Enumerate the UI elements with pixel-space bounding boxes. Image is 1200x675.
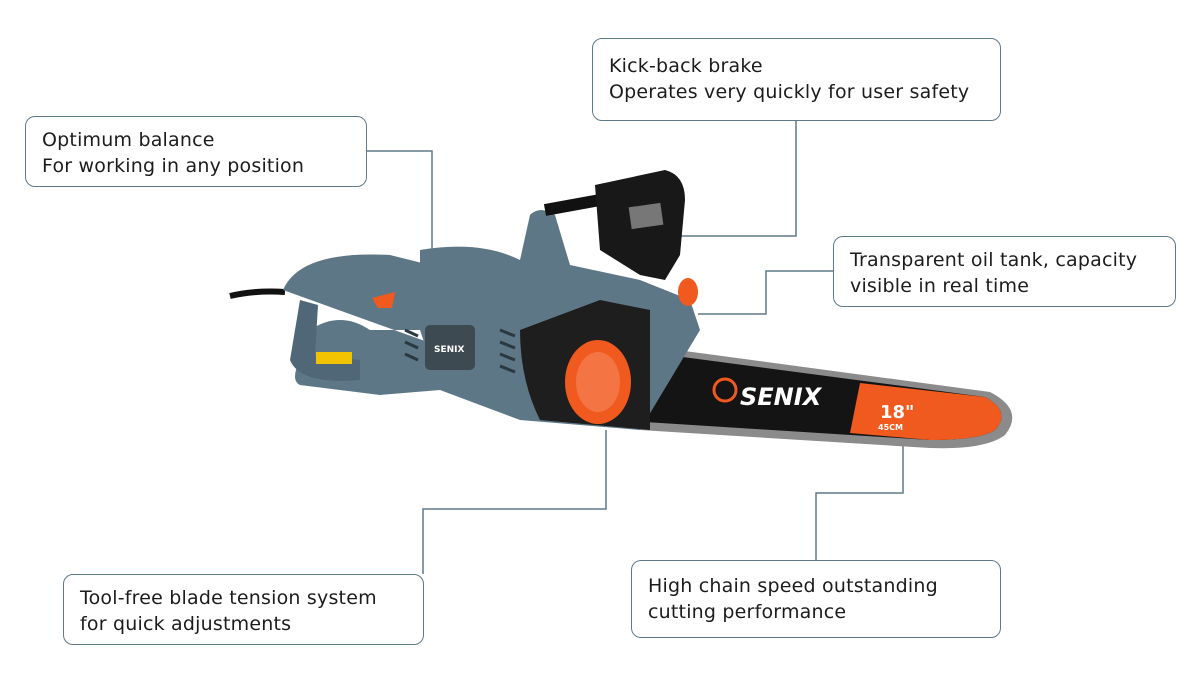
callout-balance: Optimum balance For working in any posit… (25, 116, 367, 187)
callout-title: Tool-free blade tension system (80, 587, 377, 609)
callout-text: For working in any position (42, 155, 305, 177)
chainsaw: SENIX 18" 45CM SENIX (229, 170, 1013, 449)
callout-title: Optimum balance (42, 129, 215, 151)
badge-brand-text: SENIX (434, 345, 465, 355)
callout-title: High chain speed outstanding (648, 575, 938, 597)
callout-chain-speed: High chain speed outstanding cutting per… (631, 560, 1001, 638)
bar-size-text: 18" (880, 402, 914, 423)
leader-line-tension (422, 430, 607, 574)
bar-size-metric-text: 45CM (878, 423, 903, 432)
leader-line-oil (698, 270, 833, 315)
callout-title: Kick-back brake (609, 55, 763, 77)
bar-tip (850, 383, 1002, 440)
callout-oil-tank: Transparent oil tank, capacity visible i… (833, 236, 1176, 307)
power-cord (229, 288, 286, 299)
leader-line-balance (366, 150, 433, 262)
brand-badge (425, 325, 475, 370)
callout-blade-tension: Tool-free blade tension system for quick… (63, 574, 424, 645)
callout-text: for quick adjustments (80, 613, 292, 635)
callout-brake: Kick-back brake Operates very quickly fo… (592, 38, 1001, 121)
leader-line-brake (662, 120, 797, 237)
callout-title: Transparent oil tank, capacity (850, 249, 1138, 271)
callout-text: cutting performance (648, 601, 847, 623)
leader-lines (366, 120, 904, 574)
callout-text: visible in real time (850, 275, 1030, 297)
trigger (372, 292, 395, 308)
bar-brand-text: SENIX (740, 383, 823, 411)
brand-logo-icon (712, 377, 738, 403)
warning-label (316, 352, 352, 364)
oil-cap (678, 278, 698, 306)
callout-text: Operates very quickly for user safety (609, 81, 970, 103)
leader-line-speed (815, 430, 904, 560)
